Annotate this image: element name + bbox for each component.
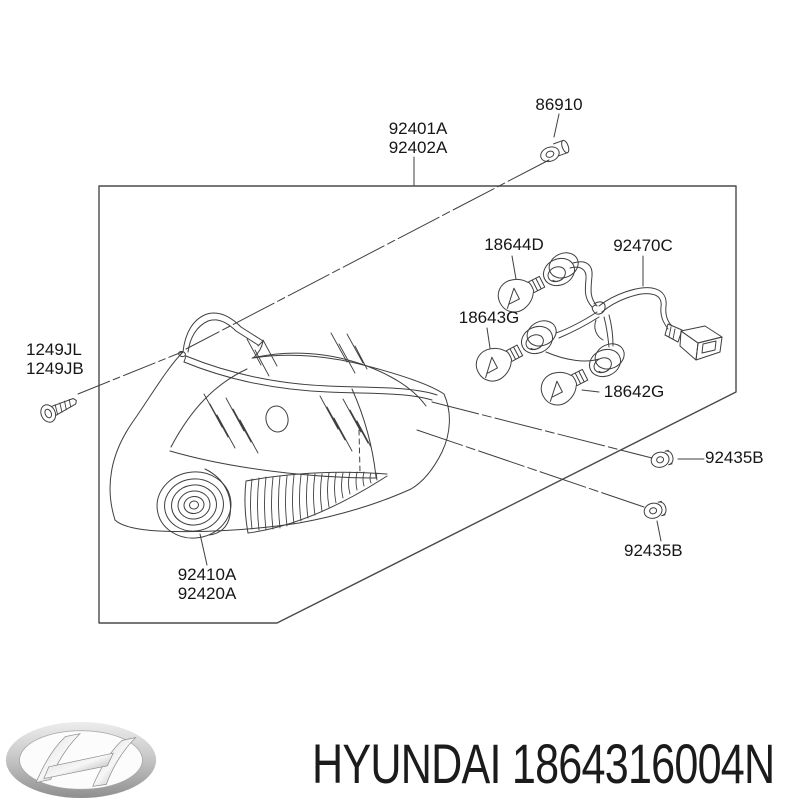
part-number-text: 92410A bbox=[177, 565, 237, 584]
bulb-18644D-drawing bbox=[497, 275, 546, 313]
parts-box-outline bbox=[98, 185, 737, 624]
bulb-socket-icon bbox=[542, 252, 579, 287]
harness-drawing bbox=[520, 252, 723, 378]
part-number-text: 18643G bbox=[458, 308, 520, 327]
grommet-lower-drawing bbox=[643, 500, 667, 519]
reflector-rings bbox=[156, 471, 232, 539]
part-number-text: 1249JL bbox=[26, 340, 82, 359]
part-label-86910: 86910 bbox=[519, 95, 599, 115]
glass-hatching bbox=[203, 332, 372, 454]
brand-name-text: HYUNDAI bbox=[312, 732, 501, 795]
bulb-socket-icon bbox=[588, 343, 625, 378]
part-number-text: 92470C bbox=[613, 236, 673, 255]
brand-part-number-line: HYUNDAI 1864316004N bbox=[312, 731, 775, 796]
bulb-socket-icon bbox=[520, 320, 557, 355]
part-label-92435B-lower: 92435B bbox=[624, 541, 683, 561]
leader-lines bbox=[77, 113, 705, 566]
part-number-text: 92402A bbox=[388, 137, 448, 157]
part-label-18642G: 18642G bbox=[594, 382, 674, 402]
grommet-upper-drawing bbox=[650, 449, 674, 468]
bulb-18642G-drawing bbox=[540, 368, 589, 406]
part-label-18644D: 18644D bbox=[474, 235, 554, 255]
bulb-18643G-drawing bbox=[475, 344, 524, 382]
catalog-part-number-text: 1864316004N bbox=[511, 732, 775, 795]
tail-lamp-drawing bbox=[109, 312, 450, 539]
part-number-text: 92401A bbox=[388, 119, 448, 138]
clip-nut-drawing bbox=[540, 139, 570, 163]
part-number-text: 18644D bbox=[484, 235, 544, 254]
part-number-text: 1249JB bbox=[26, 358, 84, 378]
part-label-18643G: 18643G bbox=[449, 308, 529, 328]
part-label-1249JL-1249JB: 1249JL 1249JB bbox=[26, 340, 84, 378]
part-number-text: 18642G bbox=[603, 382, 665, 401]
part-label-92401A-92402A: 92401A 92402A bbox=[378, 119, 458, 157]
part-label-92410A-92420A: 92410A 92420A bbox=[167, 565, 247, 603]
hyundai-logo-icon bbox=[2, 720, 160, 800]
screw-drawing bbox=[40, 398, 77, 423]
part-label-92470C: 92470C bbox=[603, 236, 683, 256]
part-number-text: 92435B bbox=[624, 541, 683, 560]
ribbed-lens-band bbox=[244, 471, 388, 534]
connector-drawing bbox=[664, 323, 723, 361]
part-number-text: 92435B bbox=[705, 448, 764, 467]
part-number-text: 86910 bbox=[535, 95, 583, 114]
part-label-92435B-upper: 92435B bbox=[705, 448, 764, 468]
part-number-text: 92420A bbox=[177, 583, 237, 603]
